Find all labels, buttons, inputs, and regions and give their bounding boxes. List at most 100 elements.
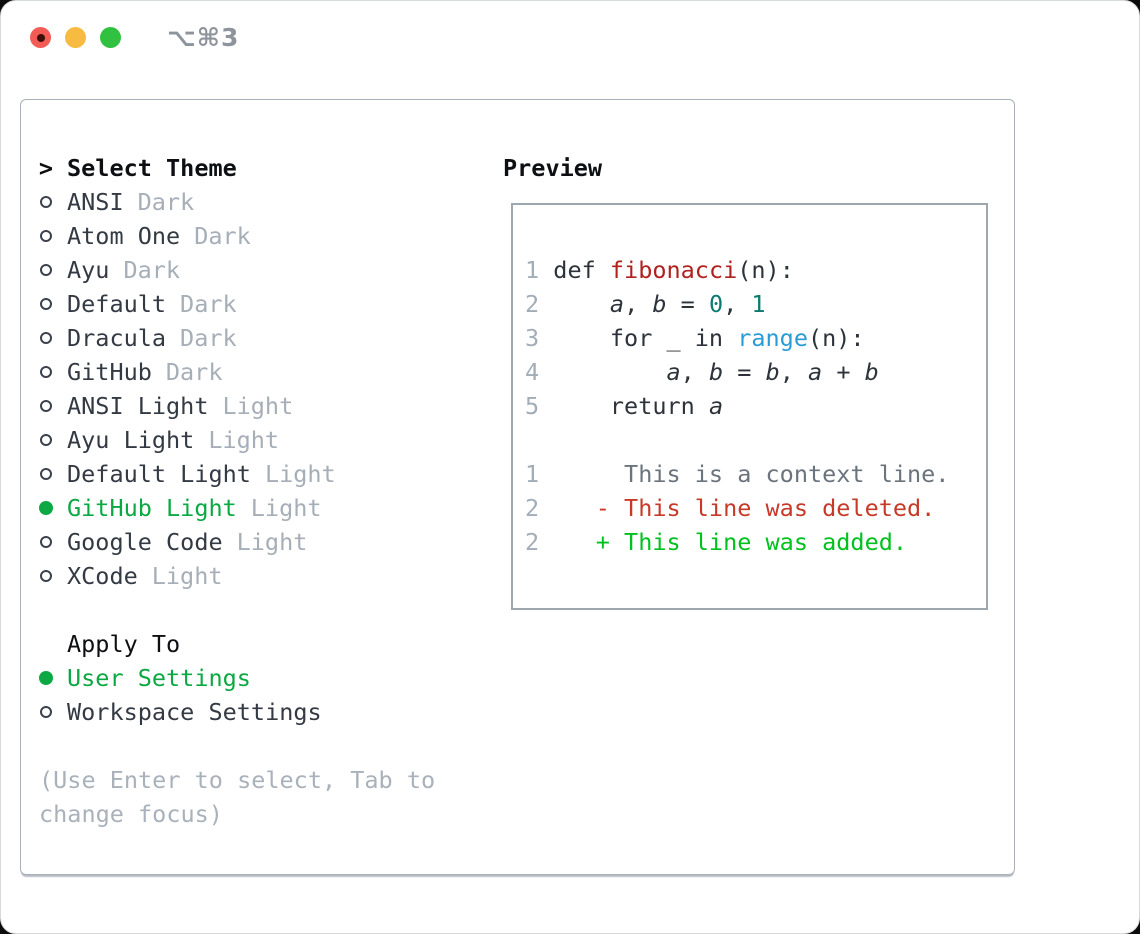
- line-number: 1: [525, 256, 540, 284]
- apply-option-workspace-settings[interactable]: Workspace Settings: [39, 695, 435, 729]
- code-token: a: [808, 358, 823, 386]
- code-token: ,: [779, 358, 809, 386]
- line-number: 1: [525, 460, 540, 488]
- code-token: b: [864, 358, 879, 386]
- theme-variant-badge: Light: [151, 562, 223, 590]
- radio-unselected-icon: [40, 264, 52, 276]
- code-token: This is a context line.: [539, 460, 950, 488]
- radio-unselected-icon: [40, 468, 52, 480]
- code-token: [539, 358, 666, 386]
- theme-option-ayu[interactable]: Ayu Dark: [39, 253, 435, 287]
- help-text-line-1: (Use Enter to select, Tab to: [39, 766, 436, 794]
- theme-name: Dracula: [67, 324, 167, 352]
- code-token: fibonacci: [609, 256, 738, 284]
- theme-variant-badge: Dark: [137, 188, 195, 216]
- line-number: 4: [525, 358, 540, 386]
- code-token: ,: [624, 290, 653, 318]
- theme-variant-badge: Dark: [123, 256, 181, 284]
- blank-line: [39, 729, 435, 763]
- theme-name: Default Light: [67, 460, 251, 488]
- code-token: a: [666, 358, 681, 386]
- line-number: 2: [525, 528, 540, 556]
- code-token: return: [539, 392, 709, 420]
- apply-to-header: Apply To: [39, 627, 435, 661]
- blank-line: [525, 423, 986, 457]
- radio-unselected-icon: [40, 400, 52, 412]
- radio-unselected-icon: [40, 434, 52, 446]
- radio-selected-icon: [39, 671, 53, 685]
- code-line: 1 def fibonacci(n):: [525, 253, 986, 287]
- theme-list-header: > Select Theme: [39, 151, 435, 185]
- titlebar: ⌥⌘3: [1, 1, 1139, 98]
- theme-name: Default: [67, 290, 167, 318]
- theme-variant-badge: Light: [250, 494, 322, 522]
- code-token: - This line was deleted.: [539, 494, 936, 522]
- code-token: def: [539, 256, 610, 284]
- code-token: (n):: [737, 256, 794, 284]
- code-line: 2 a, b = 0, 1: [525, 287, 986, 321]
- theme-option-default-light[interactable]: Default Light Light: [39, 457, 435, 491]
- code-token: for _ in: [539, 324, 738, 352]
- apply-option-label: User Settings: [67, 664, 251, 692]
- line-number: 3: [525, 324, 540, 352]
- radio-unselected-icon: [40, 570, 52, 582]
- radio-unselected-icon: [40, 366, 52, 378]
- theme-option-xcode[interactable]: XCode Light: [39, 559, 435, 593]
- theme-option-ayu-light[interactable]: Ayu Light Light: [39, 423, 435, 457]
- theme-name: GitHub Light: [67, 494, 237, 522]
- traffic-lights: [30, 27, 121, 48]
- code-token: + This line was added.: [539, 528, 908, 556]
- theme-variant-badge: Light: [264, 460, 336, 488]
- code-token: range: [737, 324, 808, 352]
- theme-variant-badge: Dark: [194, 222, 251, 250]
- help-text-line-2: change focus): [39, 800, 223, 828]
- code-token: =: [723, 358, 766, 386]
- theme-option-github-light[interactable]: GitHub Light Light: [39, 491, 435, 525]
- code-token: (n):: [807, 324, 865, 352]
- code-line: 4 a, b = b, a + b: [525, 355, 986, 389]
- radio-unselected-icon: [40, 536, 52, 548]
- line-number: 2: [525, 290, 540, 318]
- radio-unselected-icon: [40, 230, 52, 242]
- theme-variant-badge: Dark: [180, 290, 237, 318]
- theme-name: Ayu Light: [67, 426, 195, 454]
- code-token: b: [652, 290, 667, 318]
- zoom-button[interactable]: [100, 27, 121, 48]
- radio-unselected-icon: [40, 196, 52, 208]
- theme-name: GitHub: [67, 358, 152, 386]
- theme-name: XCode: [67, 562, 138, 590]
- theme-variant-badge: Dark: [180, 324, 237, 352]
- theme-option-google-code[interactable]: Google Code Light: [39, 525, 435, 559]
- theme-name: Ayu: [67, 256, 110, 284]
- code-token: [539, 290, 610, 318]
- code-token: b: [765, 358, 780, 386]
- theme-variant-badge: Light: [208, 426, 280, 454]
- preview-title: Preview: [503, 154, 603, 182]
- theme-variant-badge: Light: [236, 528, 308, 556]
- theme-option-default[interactable]: Default Dark: [39, 287, 435, 321]
- diff-added-line: 2 + This line was added.: [525, 525, 986, 559]
- close-button[interactable]: [30, 27, 51, 48]
- window-title: ⌥⌘3: [167, 23, 240, 52]
- close-dot-icon: [36, 33, 45, 42]
- diff-context-line: 1 This is a context line.: [525, 457, 986, 491]
- minimize-button[interactable]: [65, 27, 86, 48]
- radio-unselected-icon: [40, 332, 52, 344]
- code-token: 1: [751, 290, 766, 318]
- theme-option-dracula[interactable]: Dracula Dark: [39, 321, 435, 355]
- code-token: b: [708, 358, 724, 386]
- code-token: a: [708, 392, 724, 420]
- radio-selected-icon: [39, 501, 53, 515]
- theme-name: Google Code: [67, 528, 223, 556]
- apply-option-user-settings[interactable]: User Settings: [39, 661, 435, 695]
- code-token: +: [822, 358, 865, 386]
- theme-variant-badge: Light: [222, 392, 294, 420]
